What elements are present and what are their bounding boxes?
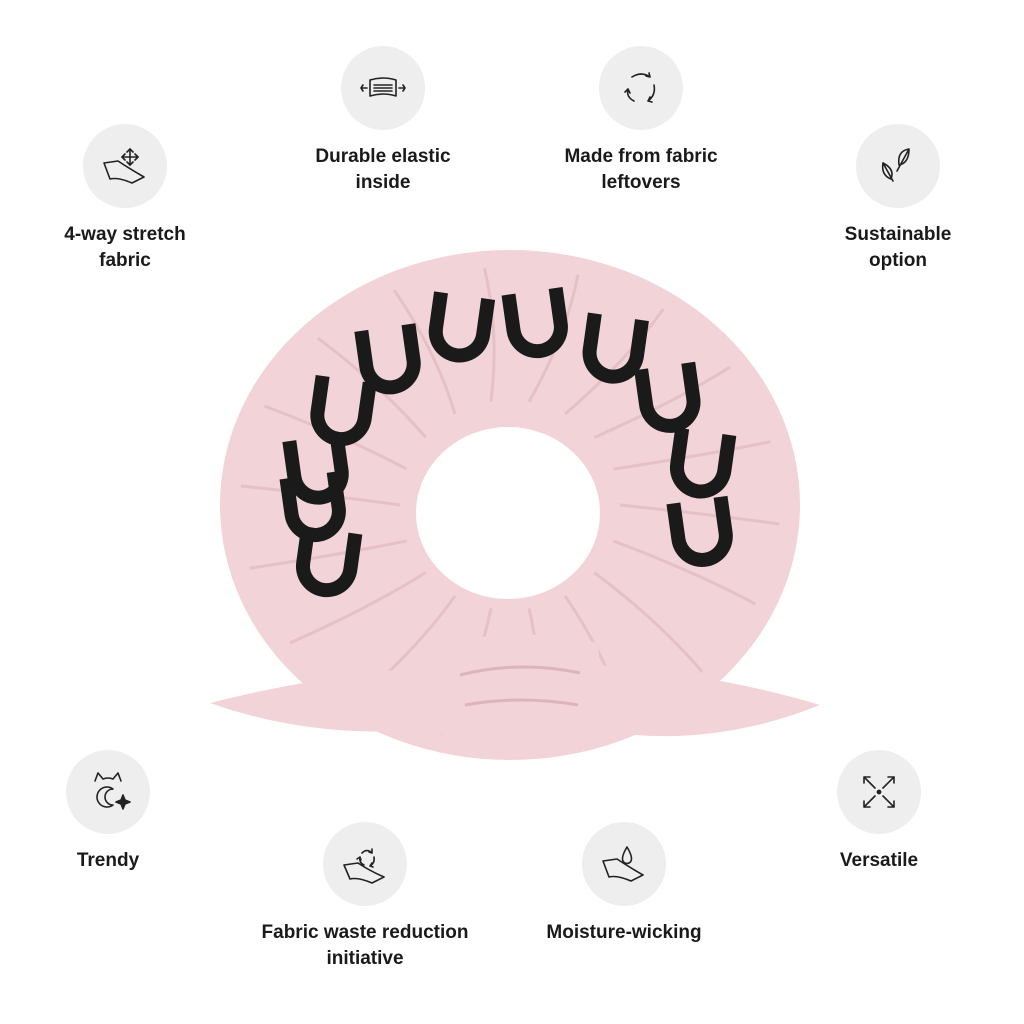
recycle-arrows-icon — [599, 46, 683, 130]
elastic-band-icon — [341, 46, 425, 130]
ruffle-fold — [613, 440, 771, 471]
feature-label: 4-way stretch fabric — [64, 224, 186, 271]
ruffle-fold — [483, 267, 496, 402]
trendy-sparkle-icon — [66, 750, 150, 834]
feature-label: Moisture-wicking — [546, 922, 702, 943]
feature-sustainable-option: Sustainable option — [778, 124, 1018, 274]
four-way-arrows-fabric-icon — [83, 124, 167, 208]
feature-4-way-stretch: 4-way stretch fabric — [5, 124, 245, 274]
water-drop-fabric-icon — [582, 822, 666, 906]
feature-durable-elastic: Durable elastic inside — [263, 46, 503, 196]
feature-label: Fabric waste reduction initiative — [261, 922, 469, 969]
ruffle-fold — [593, 365, 731, 439]
feature-label: Made from fabric leftovers — [564, 146, 718, 193]
feature-trendy: Trendy — [0, 750, 228, 874]
scrunchie-ruffles — [240, 267, 780, 743]
ruffle-fold — [612, 539, 757, 606]
ruffle-fold — [289, 571, 427, 645]
feature-fabric-waste-reduction: Fabric waste reduction initiative — [245, 822, 485, 972]
feature-moisture-wicking: Moisture-wicking — [504, 822, 744, 946]
feature-label: Versatile — [839, 850, 919, 871]
ruffle-fold — [593, 571, 704, 674]
ruffle-fold — [564, 308, 665, 416]
scrunchie-bow — [210, 634, 820, 751]
feature-label: Sustainable option — [844, 224, 952, 271]
ruffle-fold — [392, 289, 457, 415]
expand-arrows-icon — [837, 750, 921, 834]
feature-versatile: Versatile — [759, 750, 999, 874]
ruffle-fold — [249, 539, 407, 570]
product-image-scrunchie — [210, 250, 820, 760]
feature-fabric-leftovers: Made from fabric leftovers — [521, 46, 761, 196]
feature-label: Trendy — [76, 850, 140, 871]
fabric-recycle-icon — [323, 822, 407, 906]
leaves-icon — [856, 124, 940, 208]
ruffle-fold — [619, 503, 780, 526]
feature-label: Durable elastic inside — [315, 146, 451, 193]
